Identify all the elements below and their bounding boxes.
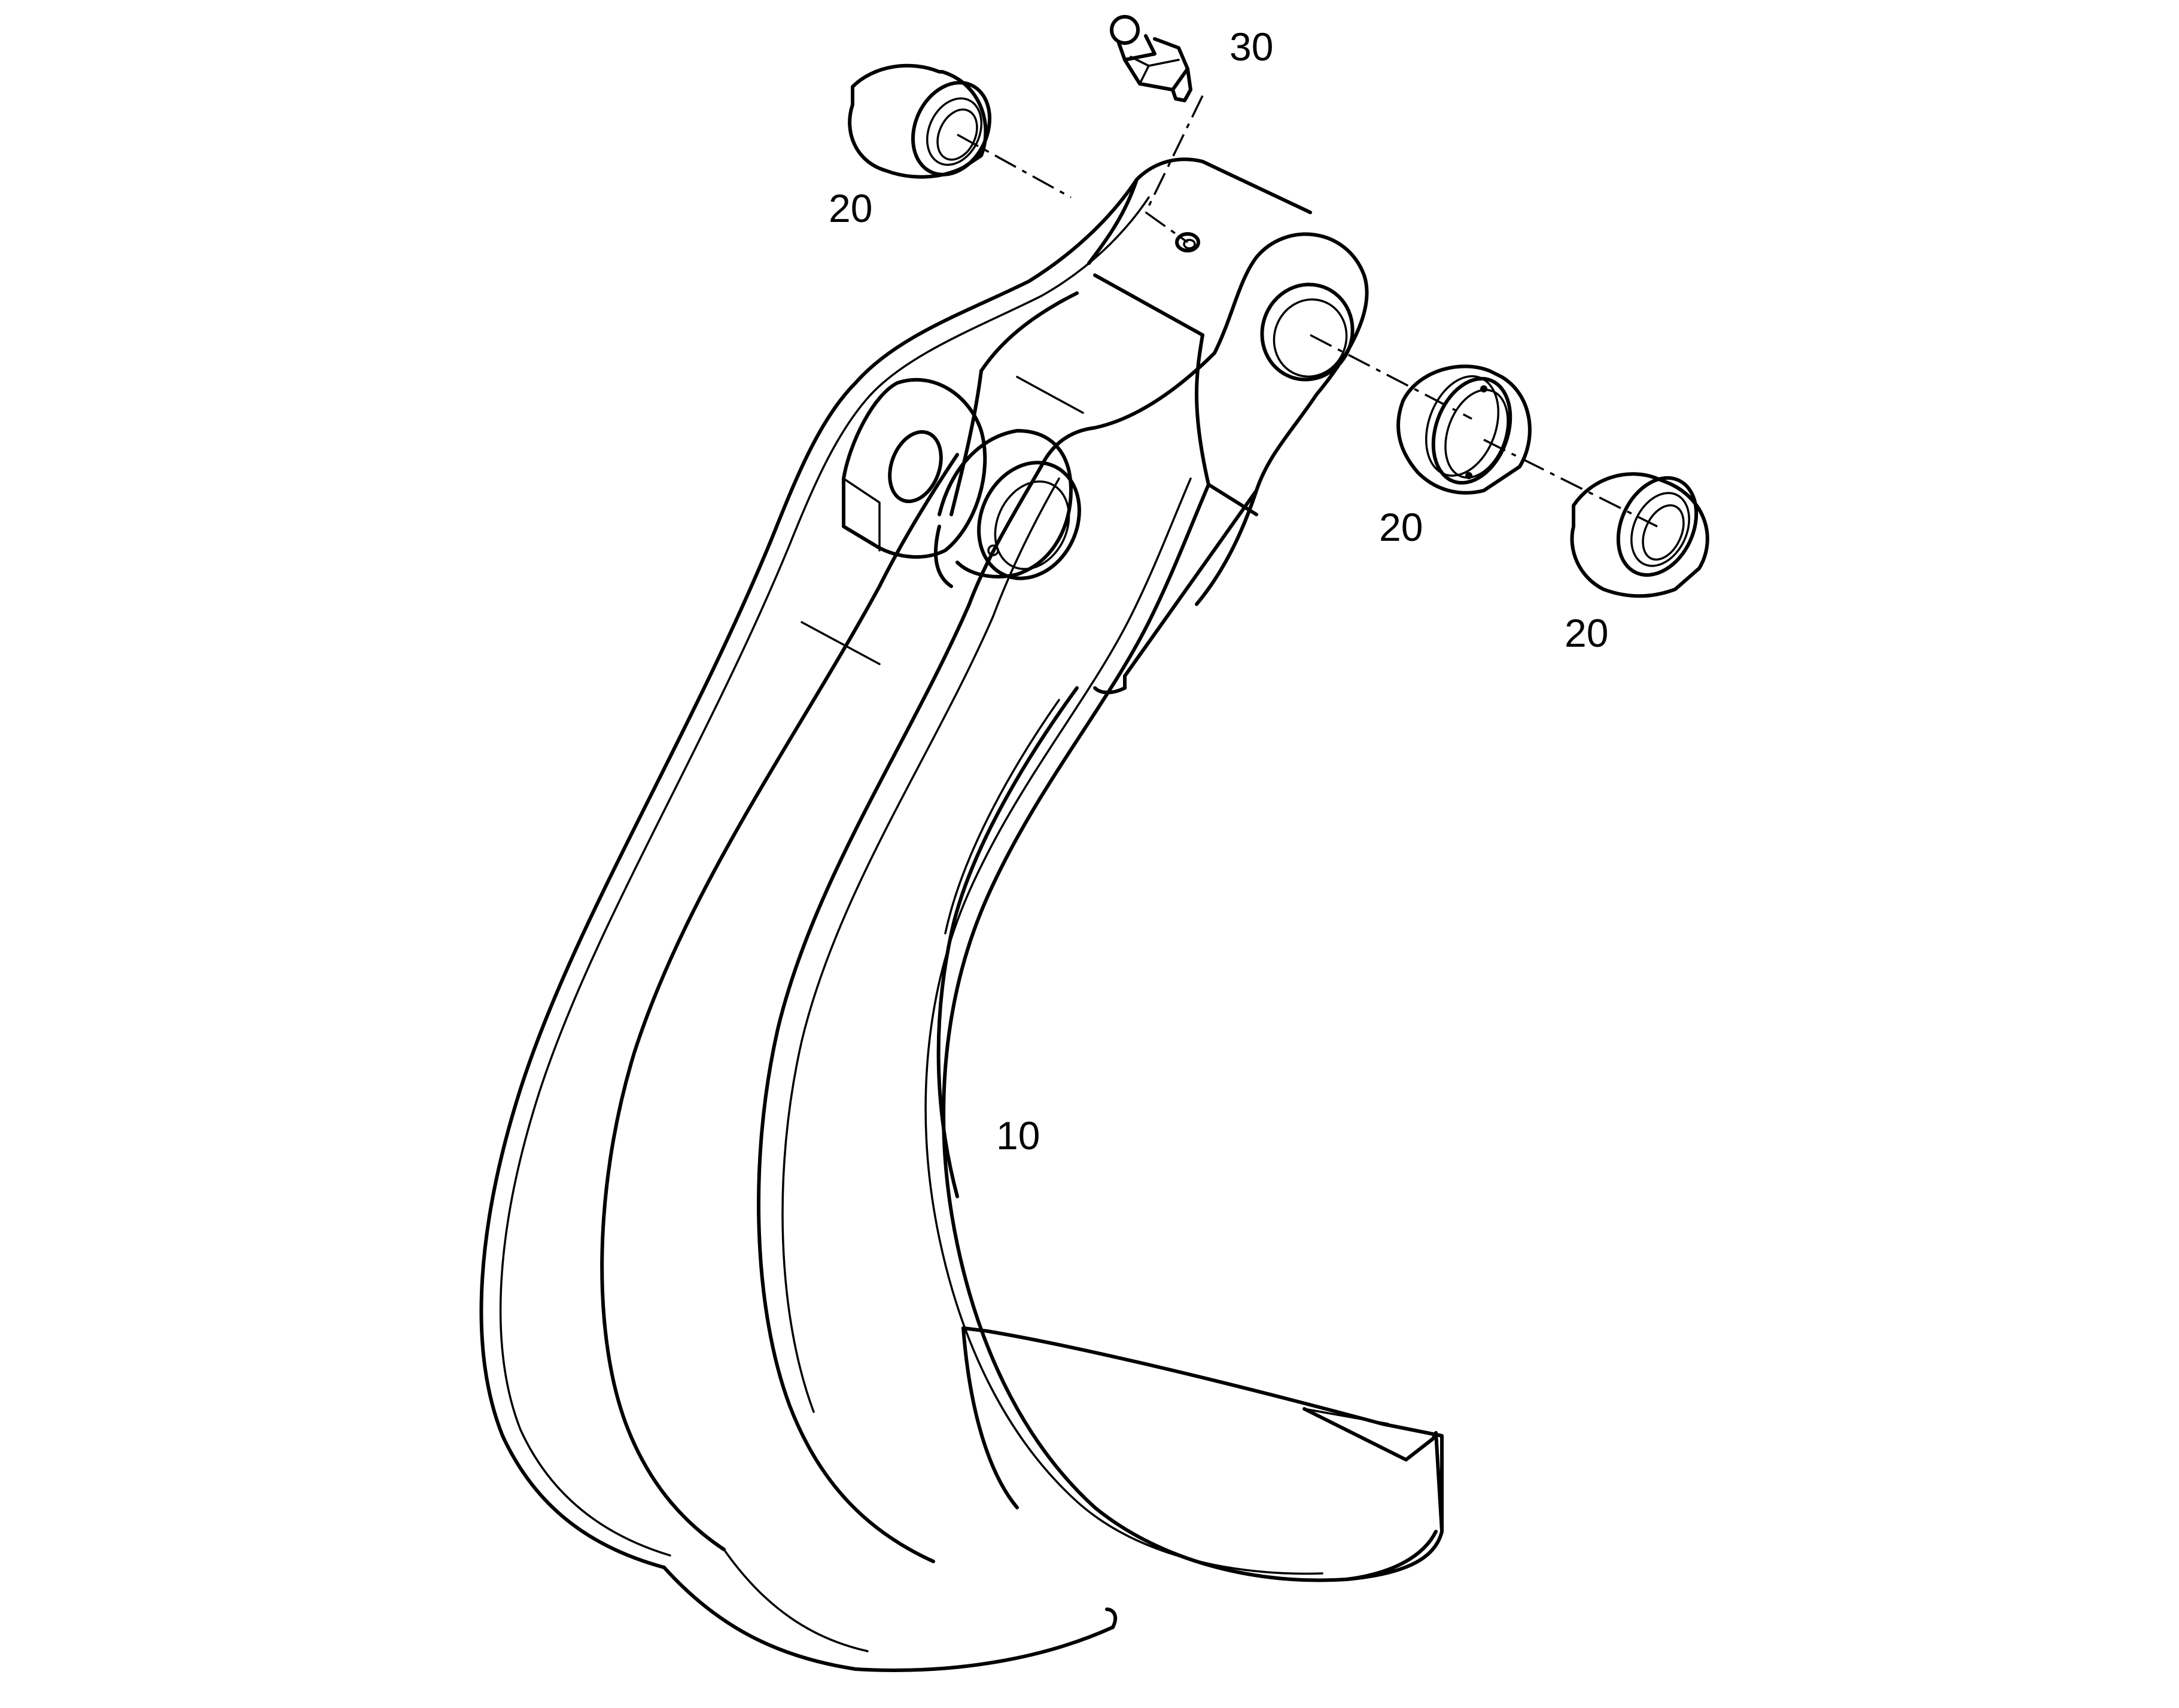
callout-grease-nipple: 30 xyxy=(1230,25,1274,69)
assembly-axes xyxy=(957,95,1658,528)
arm-left-lug xyxy=(842,377,987,559)
bushing-top-left xyxy=(848,63,992,179)
bushing-right-sleeve xyxy=(1570,472,1709,598)
grease-nipple xyxy=(1110,15,1192,102)
arm-front-boss xyxy=(934,429,1081,588)
arm-body xyxy=(479,381,1444,1672)
grease-hole xyxy=(1175,232,1200,252)
arm-crossbar xyxy=(801,157,1312,665)
arm-right-lug-plate xyxy=(1039,232,1369,695)
callout-bushing-top-left: 20 xyxy=(829,186,873,230)
callout-bushing-right-sleeve: 20 xyxy=(1565,611,1609,655)
callout-bushing-right-ring: 20 xyxy=(1379,505,1423,549)
bushing-right-ring xyxy=(1396,364,1532,495)
callout-arm: 10 xyxy=(996,1113,1040,1158)
